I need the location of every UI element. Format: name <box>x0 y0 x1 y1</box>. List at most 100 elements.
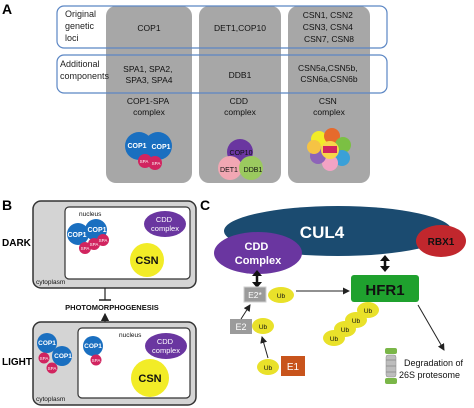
csn-complex-label: CSN complex <box>313 96 345 117</box>
rbx1-label: RBX1 <box>428 237 455 248</box>
spa-label: SPA <box>92 358 101 363</box>
cop10-label: COP10 <box>230 150 253 157</box>
ub-label: Ub <box>341 327 350 334</box>
dark-label: DARK <box>2 238 32 249</box>
cdd-cluster: COP10 DET1 DDB1 <box>218 139 263 180</box>
row-label-additional-components: Additional components <box>60 59 110 81</box>
ub-label: Ub <box>364 308 373 315</box>
cop1-bubble <box>83 336 103 356</box>
row-label-original-loci: Original genetic loci <box>65 9 99 43</box>
proteasome-icon <box>385 348 397 384</box>
dark-cytoplasm-label: cytoplasm <box>36 279 65 286</box>
e2-box <box>230 319 252 334</box>
degradation-label: Degradation of 26S protesome <box>399 358 466 380</box>
cop1-label: COP1 <box>67 232 86 239</box>
e2-star-label: E2* <box>248 290 262 300</box>
ub-bubble <box>268 287 294 303</box>
spa-bubble <box>46 362 58 374</box>
cop1-bubble <box>52 346 72 366</box>
det1-label: DET1 <box>220 167 238 174</box>
dark-nucleus-label: nucleus <box>79 211 102 218</box>
dark-cdd-label: CDD complex <box>151 215 179 233</box>
csn-flower-cluster <box>307 128 351 171</box>
csn-subunit <box>307 140 321 154</box>
panel-c: C CUL4 RBX1 CDD Complex HFR1 E2* <box>200 197 466 384</box>
ub-bubble <box>323 330 345 346</box>
ub-label: Ub <box>259 324 268 331</box>
dark-csn-label: CSN <box>135 255 158 267</box>
cop1-label: COP1 <box>151 144 170 151</box>
cop1-label: COP1 <box>87 227 106 234</box>
cop1-loci-text: COP1 <box>137 23 160 33</box>
ddb1-label: DDB1 <box>244 167 263 174</box>
cop1-bubble <box>144 132 172 160</box>
rbx1-protein <box>416 225 466 257</box>
cdd-complex <box>214 232 302 274</box>
e1-label: E1 <box>287 362 300 373</box>
spa-label: SPA <box>152 161 161 166</box>
spa-label: SPA <box>81 246 90 251</box>
hfr1-label: HFR1 <box>365 282 404 299</box>
light-cdd-label: CDD complex <box>152 337 180 355</box>
cul4-label: CUL4 <box>300 223 345 242</box>
panel-a: A Original genetic loci Additional compo… <box>2 1 388 183</box>
spa-label: SPA <box>90 242 99 247</box>
spa-label: SPA <box>48 366 57 371</box>
row-box-original-loci <box>56 5 388 49</box>
hfr1-protein <box>351 275 419 302</box>
det1-cop10-loci-text: DET1,COP10 <box>214 23 266 33</box>
light-csn-label: CSN <box>138 373 161 385</box>
cop1-bubble <box>67 223 89 245</box>
spa-bubble <box>148 156 162 170</box>
ub-chain: Ub Ub Ub Ub <box>323 302 379 346</box>
cop1-label: COP1 <box>127 143 146 150</box>
cop1-spa-complex-label: COP1-SPA complex <box>127 96 171 117</box>
cul4-hfr1-interaction <box>380 255 390 272</box>
ddb1-components-text: DDB1 <box>229 70 252 80</box>
row-box-additional-components <box>56 54 388 94</box>
spa-components-text: SPA1, SPA2, SPA3, SPA4 <box>123 64 175 85</box>
ub-label: Ub <box>264 365 273 372</box>
dark-csn <box>130 243 164 277</box>
cop1-label: COP1 <box>54 353 72 360</box>
ddb1-bubble <box>239 156 263 180</box>
column-cdd <box>199 6 281 183</box>
spa-label: SPA <box>140 159 149 164</box>
e1-box <box>281 356 305 376</box>
photomorphogenesis-label: PHOTOMORPHOGENESIS <box>65 303 159 312</box>
e2-label: E2 <box>235 322 246 332</box>
ub-bubble <box>257 359 279 375</box>
ub-label: Ub <box>330 336 339 343</box>
cop1-bubble <box>37 333 57 353</box>
light-cop1-spa-cluster: COP1 COP1 COP1 SPA SPA SPA <box>37 333 103 374</box>
cdd-complex-label: CDD Complex <box>235 241 282 267</box>
csn-subunit <box>322 155 338 171</box>
dark-cop1-spa-cluster: COP1 COP1 SPA SPA SPA <box>67 219 109 254</box>
csn-subunit <box>335 137 351 153</box>
panel-b-label: B <box>2 197 12 213</box>
cop1-label: COP1 <box>38 340 56 347</box>
spa-bubble <box>90 354 102 366</box>
csn-components-text: CSN5a,CSN5b, CSN6a,CSN6b <box>298 63 360 84</box>
cop1-spa-cluster: COP1 COP1 SPA SPA <box>125 132 172 170</box>
cdd-e2-interaction <box>252 270 262 288</box>
cop1-label: COP1 <box>84 343 102 350</box>
spa-bubble <box>88 238 100 250</box>
spa-label: SPA <box>40 356 49 361</box>
e1-to-e2-arrow <box>260 336 269 359</box>
ub-label: Ub <box>277 293 286 300</box>
light-label: LIGHT <box>2 357 32 368</box>
spa-label: SPA <box>99 238 108 243</box>
light-cytoplasm-label: cytoplasm <box>36 396 65 403</box>
csn-core <box>323 146 337 153</box>
degradation-arrow <box>417 304 445 351</box>
e2-star-box <box>243 286 267 303</box>
panel-a-label: A <box>2 1 12 17</box>
ub-label: Ub <box>352 318 361 325</box>
dark-cdd-complex <box>144 211 186 237</box>
light-csn <box>131 359 169 397</box>
panel-c-label: C <box>200 197 210 213</box>
ub-bubble <box>252 318 274 334</box>
column-csn <box>288 6 370 183</box>
